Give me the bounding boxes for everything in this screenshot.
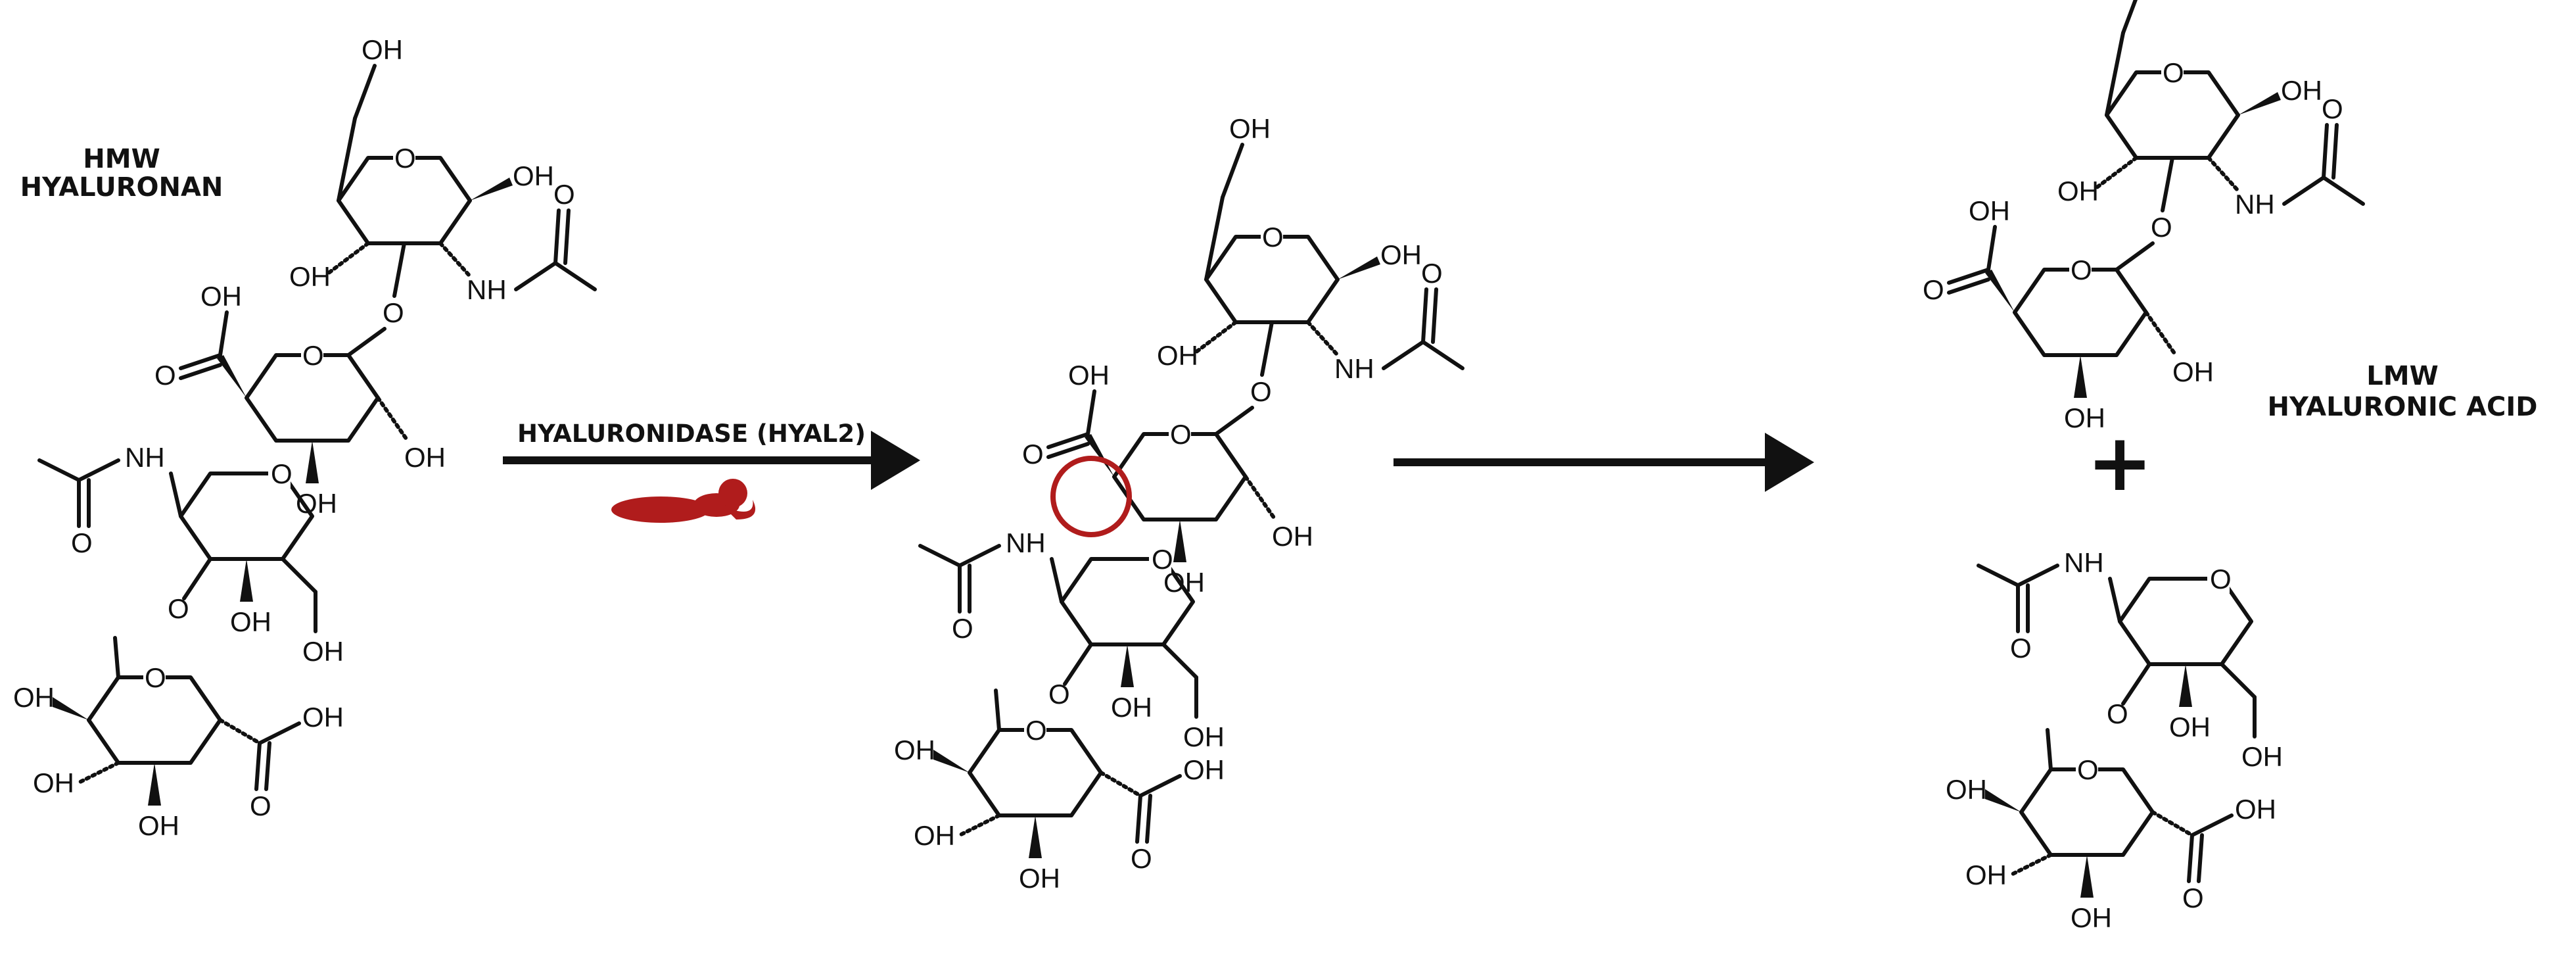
enzyme-silhouette-icon bbox=[611, 479, 756, 523]
product-arrow bbox=[1393, 433, 1814, 492]
cleavage-site-circle bbox=[1050, 456, 1132, 537]
enzyme-arrow bbox=[503, 431, 920, 490]
hmw-label-line2: HYALURONAN bbox=[20, 172, 223, 203]
lmw-label-line1: LMW bbox=[2366, 361, 2438, 391]
intermediate-structure bbox=[894, 113, 1463, 894]
enzyme-label: HYALURONIDASE (HYAL2) bbox=[517, 420, 866, 448]
lmw-product-top bbox=[1923, 0, 2363, 433]
lmw-label-line2: HYALURONIC ACID bbox=[2268, 392, 2538, 422]
hmw-label-line1: HMW bbox=[83, 144, 160, 174]
lmw-product-bottom bbox=[1946, 547, 2283, 933]
plus-sign: + bbox=[2087, 418, 2153, 509]
